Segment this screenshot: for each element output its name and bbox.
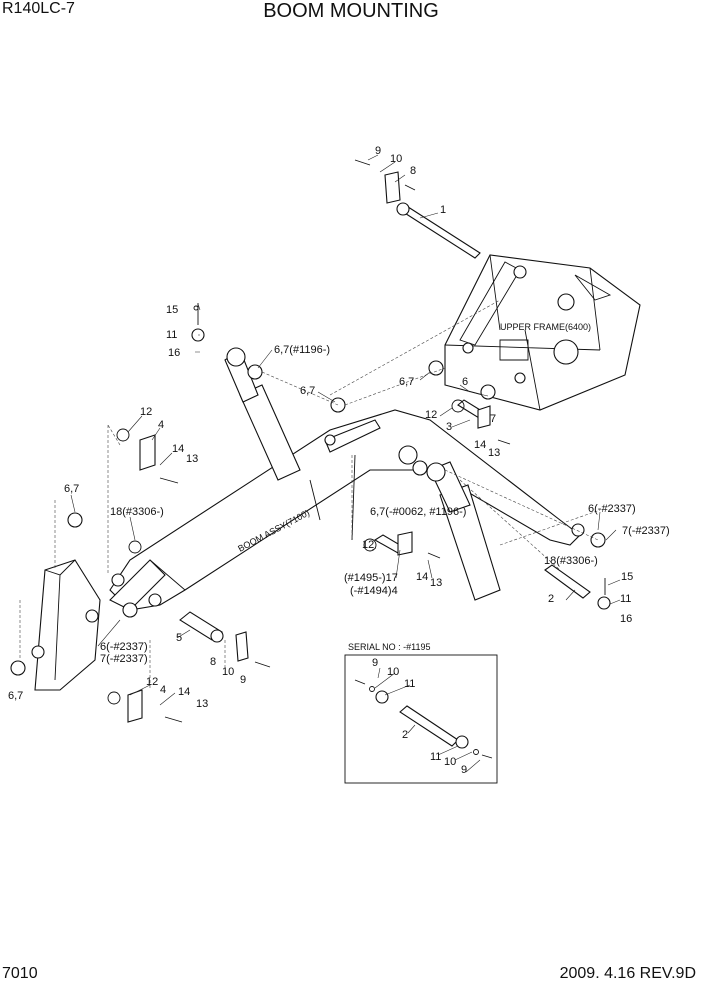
boom-cylinder-right [426, 461, 501, 601]
callout-label: 16 [168, 347, 180, 359]
callout-label: 6,7 [399, 376, 414, 388]
callout-label: 9 [372, 657, 378, 669]
callout-label: 12 [146, 676, 158, 688]
plate-4-upper-left [139, 434, 179, 484]
callout-label: 3 [446, 421, 452, 433]
callout-label: 4 [160, 684, 166, 696]
callout-label: 12 [140, 406, 152, 418]
callout-label: 4 [158, 419, 164, 431]
callout-label: 6,7 [64, 483, 79, 495]
callout-label: 16 [620, 613, 632, 625]
callout-label: 1 [440, 204, 446, 216]
plate-4-lower-left [127, 689, 183, 723]
callout-label: 15 [166, 304, 178, 316]
callout-label: 10 [387, 666, 399, 678]
callout-label: 11 [166, 329, 177, 341]
callout-label: 11 [620, 593, 631, 605]
callout-label: 12 [362, 539, 374, 551]
page-title: BOOM MOUNTING [263, 0, 439, 22]
callout-label: 14 [178, 686, 190, 698]
callout-label: 2 [548, 593, 554, 605]
callout-label: 14 [474, 439, 486, 451]
plate-8-top [354, 159, 416, 204]
callout-label: 9 [461, 764, 467, 776]
callout-label: 15 [621, 571, 633, 583]
callout-label: 6,7 [300, 385, 315, 397]
callout-label: 13 [488, 447, 500, 459]
bracket-left [31, 559, 101, 691]
callout-label: 2 [402, 729, 408, 741]
callout-label: 8 [210, 656, 216, 668]
callout-label: 10 [222, 666, 234, 678]
callout-label: 7 [490, 413, 496, 425]
callout-label: 13 [186, 453, 198, 465]
callout-label: 13 [430, 577, 442, 589]
callout-label: 7(-#2337) [622, 525, 670, 537]
boom-body [109, 409, 585, 611]
serial-inset [344, 654, 498, 784]
callout-label: 11 [404, 678, 415, 690]
callout-label: 9 [375, 145, 381, 157]
callout-label: 6,7(#1196-) [274, 344, 330, 356]
pin-1 [396, 202, 481, 259]
callout-label: 7(-#2337) [100, 653, 148, 665]
plate-8-bottom [235, 631, 271, 668]
callout-label: 18(#3306-) [544, 555, 598, 567]
callout-label: 5 [176, 632, 182, 644]
revision-date: 2009. 4.16 REV.9D [559, 965, 696, 982]
callout-label: 10 [390, 153, 402, 165]
callout-label: (-#1494)4 [350, 585, 398, 597]
callout-label: 11 [430, 751, 441, 763]
upper-frame [444, 254, 641, 411]
callout-label: 8 [410, 165, 416, 177]
plate-3 [477, 405, 511, 445]
callout-label: 6,7(-#0062, #1196-) [370, 506, 466, 518]
pin-2 [544, 564, 591, 599]
callout-label: 14 [416, 571, 428, 583]
page-number: 7010 [2, 965, 38, 982]
callout-label: 6(-#2337) [100, 641, 148, 653]
callout-label: 6 [462, 376, 468, 388]
callout-label: 14 [172, 443, 184, 455]
upper-frame-label: UPPER FRAME(6400) [500, 322, 591, 332]
callout-leaders [70, 154, 621, 706]
callout-labels: 9 10 8 1 15 11 16 6,7(#1196-) 6,7 12 4 1… [8, 145, 670, 776]
pin-5 [179, 611, 224, 643]
plate-4-center [397, 531, 441, 559]
callout-label: 18(#3306-) [110, 506, 164, 518]
callout-label: 13 [196, 698, 208, 710]
boom-cylinder-left [224, 347, 301, 481]
callout-label: 12 [425, 409, 437, 421]
serial-number-label: SERIAL NO : -#1195 [348, 642, 431, 652]
callout-label: 6,7 [8, 690, 23, 702]
assembly-lines [19, 299, 601, 690]
callout-label: 10 [444, 756, 456, 768]
callout-label: 9 [240, 674, 246, 686]
callout-label: 6(-#2337) [588, 503, 636, 515]
callout-label: (#1495-)17 [344, 572, 398, 584]
model-number: R140LC-7 [2, 0, 75, 17]
